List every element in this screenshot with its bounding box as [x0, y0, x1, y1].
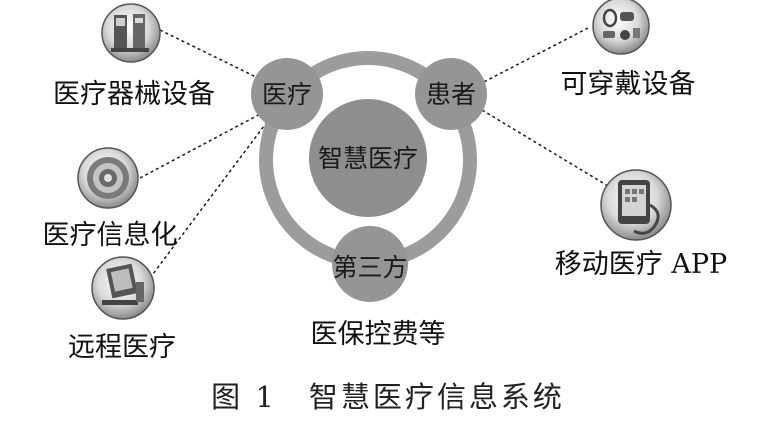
label-remote-medical: 远程医疗 [68, 332, 176, 363]
label-medical-informatization: 医疗信息化 [43, 220, 178, 251]
connector-wearable-devices [477, 27, 589, 86]
center-node [309, 99, 427, 217]
node-medical-label: 医疗 [262, 80, 312, 109]
medical-informatization-icon [77, 147, 139, 209]
node-third-party-label: 第三方 [332, 253, 407, 282]
label-wearable-devices: 可穿戴设备 [561, 69, 696, 100]
remote-medical-icon [91, 256, 155, 320]
node-medical [251, 58, 323, 130]
label-insurance-fees: 医保控费等 [311, 319, 446, 350]
connector-medical-informatization [139, 111, 265, 179]
mobile-app-icon [600, 169, 672, 241]
figure-caption: 图 1 智慧医疗信息系统 [211, 380, 565, 414]
connector-lines [139, 27, 609, 279]
center-node-label: 智慧医疗 [318, 144, 418, 173]
connector-mobile-medical-app [481, 109, 609, 187]
node-third-party [332, 226, 408, 302]
node-patient-label: 患者 [426, 80, 476, 109]
label-mobile-medical-app: 移动医疗 APP [555, 249, 727, 280]
connector-remote-medical [149, 117, 271, 279]
connector-medical-equipment [159, 29, 259, 79]
medical-equipment-icon [101, 3, 161, 63]
wearable-devices-icon [592, 0, 650, 55]
node-patient [415, 58, 487, 130]
label-medical-equipment: 医疗器械设备 [53, 79, 215, 110]
